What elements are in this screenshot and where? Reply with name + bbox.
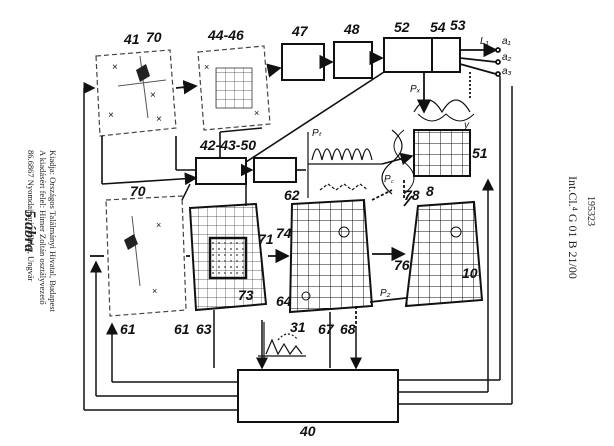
- imprint-block: Kiadja: Országos Találmányi Hivatal, Bud…: [58, 150, 68, 350]
- block-42-43-50: [196, 158, 246, 184]
- label-31: 31: [290, 319, 306, 335]
- label-41: 41: [123, 31, 140, 47]
- label-Pc: P꜀: [384, 174, 395, 185]
- label-Pt: Pₜ: [312, 128, 323, 139]
- block-52-54: [384, 38, 460, 72]
- label-a2: a₂: [502, 52, 512, 63]
- label-63: 63: [196, 321, 212, 337]
- block-40: [238, 370, 398, 422]
- frame-41-70: × × × ×: [96, 50, 176, 136]
- svg-text:×: ×: [156, 220, 161, 230]
- label-53: 53: [450, 17, 466, 33]
- label-62: 62: [284, 187, 300, 203]
- label-51: 51: [472, 145, 488, 161]
- block-62: [254, 158, 296, 182]
- waveform-pt: [308, 132, 382, 198]
- label-52: 52: [394, 19, 410, 35]
- svg-text:×: ×: [156, 114, 162, 125]
- svg-text:×: ×: [204, 62, 209, 72]
- classification: Int.Cl.⁴ G 01 B 21/00: [565, 176, 580, 279]
- imprint-line-2: A kiadásért felel: Himer Zoltán osztályv…: [38, 150, 48, 305]
- label-68: 68: [340, 321, 356, 337]
- label-L1: L₁: [480, 36, 489, 47]
- block-48: [334, 42, 372, 78]
- svg-text:×: ×: [112, 62, 118, 73]
- svg-text:×: ×: [254, 108, 259, 118]
- frame-70-61: ××: [106, 196, 186, 316]
- label-73: 73: [238, 287, 254, 303]
- label-48: 48: [343, 21, 360, 37]
- label-a3: a₃: [502, 66, 512, 77]
- label-y: y: [463, 120, 470, 131]
- label-70-mid: 70: [130, 183, 146, 199]
- grid-64-67: [290, 200, 372, 312]
- svg-text:×: ×: [108, 110, 114, 121]
- patent-number: 195323: [585, 196, 596, 226]
- label-78: 78: [404, 187, 420, 203]
- svg-text:×: ×: [150, 90, 156, 101]
- label-40: 40: [299, 423, 316, 439]
- imprint-line-3: 86.6867 Nyomdaipari vállalat, Ungvár: [26, 150, 36, 281]
- label-10: 10: [462, 265, 478, 281]
- label-Px: Pₓ: [410, 84, 421, 95]
- label-76: 76: [394, 257, 410, 273]
- label-8: 8: [426, 183, 434, 199]
- label-P2: P₂: [380, 288, 391, 299]
- grid-10-76: [406, 202, 482, 306]
- label-74: 74: [276, 225, 292, 241]
- label-70-top: 70: [146, 29, 162, 45]
- label-67: 67: [318, 321, 335, 337]
- label-44-46: 44-46: [207, 27, 244, 43]
- grid-51: [382, 100, 474, 194]
- svg-text:×: ×: [152, 286, 157, 296]
- label-47: 47: [291, 23, 309, 39]
- imprint-line-1: Kiadja: Országos Találmányi Hivatal, Bud…: [48, 150, 58, 312]
- label-61: 61: [174, 321, 190, 337]
- frame-44-46: ××: [198, 46, 270, 130]
- grid-61-63: [190, 204, 266, 310]
- label-71: 71: [258, 231, 274, 247]
- block-47: [282, 44, 324, 80]
- label-64: 64: [276, 293, 292, 309]
- label-42-43-50: 42-43-50: [199, 137, 256, 153]
- label-54: 54: [430, 19, 446, 35]
- label-a1: a₁: [502, 36, 511, 47]
- label-61-left: 61: [120, 321, 136, 337]
